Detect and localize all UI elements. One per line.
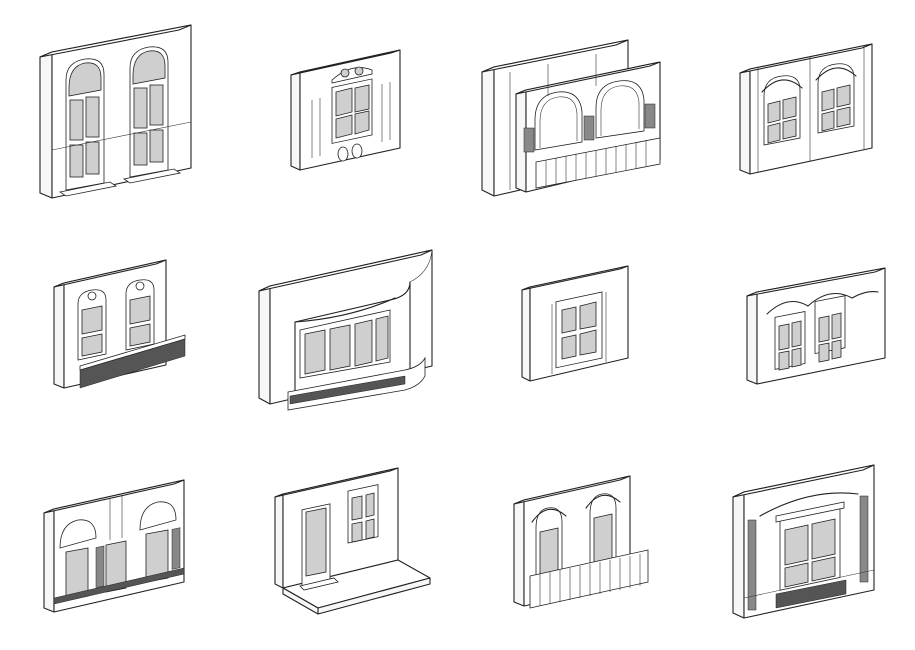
facade-ornate-pediments <box>43 479 185 613</box>
facade-two-ornate-windows <box>739 43 873 175</box>
facade-single-window <box>521 265 629 382</box>
facade-curved-bay-window <box>258 249 433 411</box>
facade-arcade-balcony <box>481 39 661 197</box>
facade-molded-windows <box>746 267 886 385</box>
facade-window-fanlight <box>290 49 401 171</box>
facade-door-window-plinth <box>274 467 431 615</box>
facade-windows-railing <box>53 259 186 389</box>
facade-large-window-portal <box>732 464 875 619</box>
facade-arched-windows-balcony <box>513 475 649 609</box>
facade-twin-arched-doors <box>39 24 192 199</box>
